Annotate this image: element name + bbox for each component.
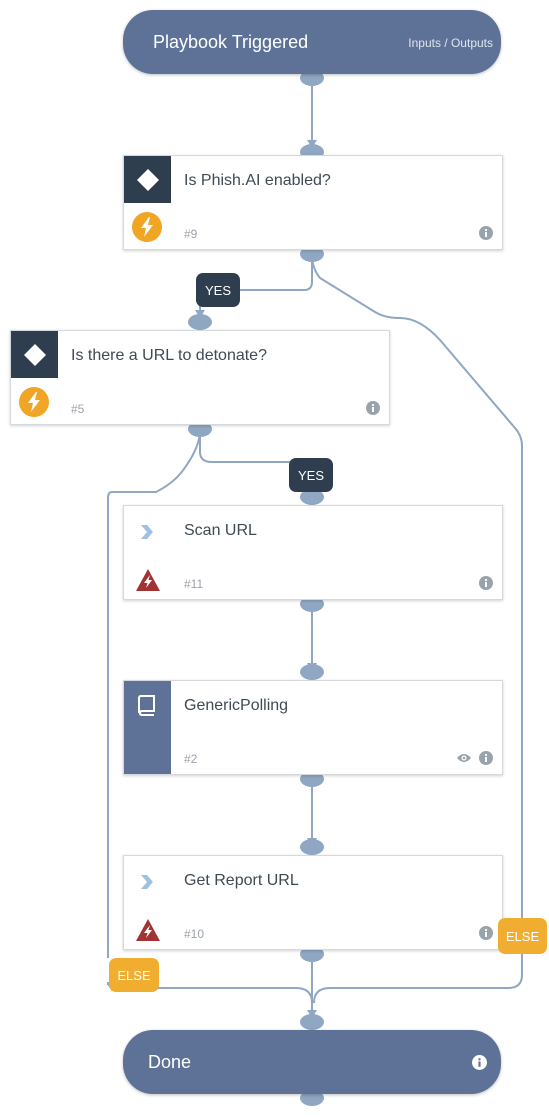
yes-tag: YES <box>196 273 240 307</box>
port-dot <box>188 421 212 437</box>
info-icon[interactable] <box>472 1055 487 1070</box>
diamond-icon <box>23 343 46 366</box>
info-icon[interactable] <box>479 926 493 940</box>
command-task-scan-url[interactable]: Scan URL #11 <box>123 505 503 600</box>
inputs-outputs-link[interactable]: Inputs / Outputs <box>408 36 493 50</box>
port-dot <box>300 1014 324 1030</box>
port-dot <box>300 771 324 787</box>
edge-else-right-to-done <box>313 950 523 1004</box>
else-tag-left: ELSE <box>109 958 159 992</box>
edge-phish-else <box>311 254 523 920</box>
port-dot <box>300 946 324 962</box>
book-icon <box>138 695 155 716</box>
bolt-icon <box>132 212 162 242</box>
start-title: Playbook Triggered <box>153 32 309 52</box>
info-icon[interactable] <box>366 401 380 415</box>
condition-icon-box <box>11 331 58 378</box>
task-name: Is there a URL to detonate? <box>71 347 267 364</box>
info-icon[interactable] <box>479 751 493 765</box>
task-name: Scan URL <box>184 522 257 539</box>
warning-icon <box>136 569 160 591</box>
task-number: #9 <box>184 227 198 241</box>
port-dot <box>300 839 324 855</box>
edge-url-else <box>107 429 201 958</box>
eye-icon[interactable] <box>456 752 472 764</box>
condition-task-phish-enabled[interactable]: Is Phish.AI enabled? #9 <box>123 155 503 250</box>
info-icon[interactable] <box>479 576 493 590</box>
port-dot <box>300 664 324 680</box>
port-dot <box>300 1090 324 1106</box>
chevron-icon <box>141 875 153 889</box>
port-dot <box>300 70 324 86</box>
task-number: #5 <box>71 402 85 416</box>
port-dot <box>188 314 212 330</box>
chevron-icon <box>141 525 153 539</box>
command-task-get-report-url[interactable]: Get Report URL #10 <box>123 855 503 950</box>
task-number: #11 <box>184 577 204 591</box>
condition-task-url-to-detonate[interactable]: Is there a URL to detonate? #5 <box>10 330 390 425</box>
info-icon[interactable] <box>479 226 493 240</box>
task-name: Is Phish.AI enabled? <box>184 172 331 189</box>
warning-icon <box>136 919 160 941</box>
task-name: GenericPolling <box>184 697 289 714</box>
port-dot <box>300 489 324 505</box>
yes-tag: YES <box>289 458 333 492</box>
condition-icon-box <box>124 156 171 203</box>
done-node[interactable]: Done <box>123 1030 501 1094</box>
task-number: #10 <box>184 927 205 941</box>
edge-phish-yes <box>236 255 313 291</box>
task-name: Get Report URL <box>184 872 299 889</box>
done-title: Done <box>148 1052 192 1072</box>
port-dot <box>300 246 324 262</box>
port-dot <box>300 596 324 612</box>
else-tag-right: ELSE <box>498 918 547 954</box>
diamond-icon <box>136 168 159 191</box>
playbook-task-generic-polling[interactable]: GenericPolling #2 <box>123 680 503 775</box>
start-node[interactable]: Playbook Triggered Inputs / Outputs <box>123 10 501 74</box>
task-number: #2 <box>184 752 198 766</box>
bolt-icon <box>19 387 49 417</box>
